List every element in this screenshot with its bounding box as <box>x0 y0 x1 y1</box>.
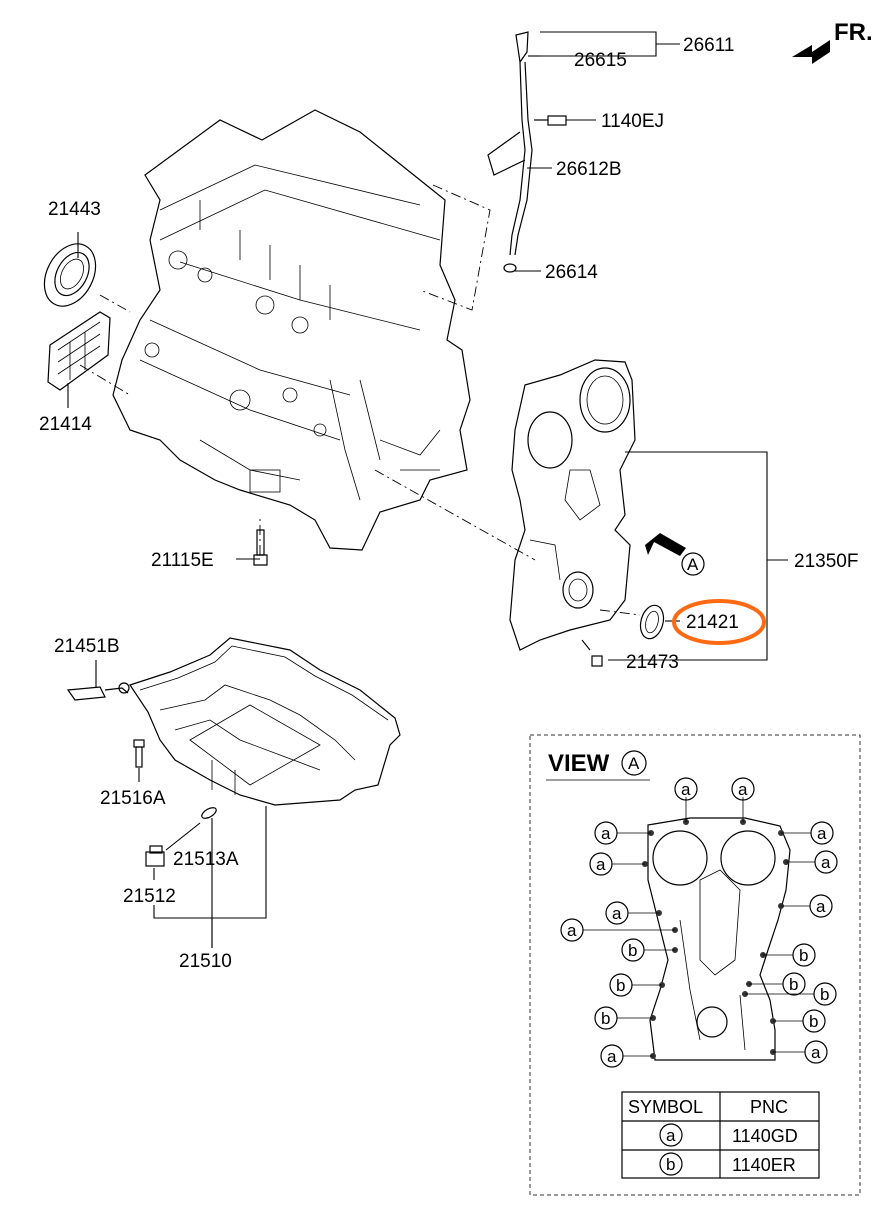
label-21421: 21421 <box>686 612 739 633</box>
label-21451B: 21451B <box>54 636 120 657</box>
oil-pan-drawing <box>129 637 401 806</box>
label-26614: 26614 <box>545 262 598 283</box>
leader-lines <box>67 31 788 948</box>
bolt-callout-b: b <box>628 941 637 960</box>
rear-oil-seal-drawing <box>43 243 97 307</box>
bolt-callout-b: b <box>616 976 625 995</box>
label-21443: 21443 <box>48 199 101 220</box>
label-1140EJ: 1140EJ <box>601 111 664 132</box>
symbol-table: SYMBOL PNC a 1140GD b 1140ER <box>621 1091 820 1179</box>
label-21513A: 21513A <box>173 849 239 870</box>
table-header-pnc: PNC <box>750 1097 788 1117</box>
view-panel-title: VIEW <box>548 750 610 777</box>
front-oil-seal-drawing <box>639 604 665 640</box>
label-21414: 21414 <box>39 414 92 435</box>
bolt-callout-b: b <box>809 1012 818 1031</box>
table-row-symbol: b <box>666 1155 675 1174</box>
bolt-callout-a: a <box>607 1047 617 1066</box>
view-panel-title-letter: A <box>628 754 640 773</box>
plate-drawing <box>47 311 111 391</box>
label-21510: 21510 <box>179 951 232 972</box>
bolt-callout-a: a <box>811 1043 821 1062</box>
table-header-symbol: SYMBOL <box>628 1097 703 1117</box>
bolt-symbol-callouts: a a a a a a a a a b b b b b b b a a <box>560 777 838 1068</box>
view-direction-arrow-icon <box>645 533 686 556</box>
view-a-panel: VIEW A <box>529 734 861 1196</box>
bolt-callout-b: b <box>789 975 798 994</box>
label-26611: 26611 <box>683 35 734 56</box>
oil-strainer-drawing <box>66 682 130 701</box>
table-row-pnc: 1140ER <box>732 1155 796 1175</box>
label-26615: 26615 <box>574 50 627 71</box>
table-row-pnc: 1140GD <box>732 1126 798 1146</box>
bolt-callout-a: a <box>821 853 831 872</box>
bolt-callout-a: a <box>596 855 606 874</box>
label-21350F: 21350F <box>794 551 858 572</box>
bolt-callout-b: b <box>799 946 808 965</box>
bolt-callout-a: a <box>681 780 691 799</box>
callout-labels: 26611 26615 1140EJ 26612B 26614 21443 21… <box>39 35 858 972</box>
label-21473: 21473 <box>626 652 679 673</box>
bolt-21516A-drawing <box>133 739 145 768</box>
bolt-callout-a: a <box>601 824 611 843</box>
highlight-ring-21421 <box>672 599 766 645</box>
bolt-callout-a: a <box>817 824 827 843</box>
label-26612B: 26612B <box>556 159 622 180</box>
engine-block-drawing <box>112 109 471 551</box>
bolt-callout-b: b <box>601 1009 610 1028</box>
table-row-symbol: a <box>666 1126 676 1145</box>
bolt-21115E-drawing <box>253 529 268 566</box>
view-marker-letter: A <box>687 555 699 574</box>
bolt-callout-a: a <box>816 897 826 916</box>
drain-plug-drawing <box>145 807 217 867</box>
timing-cover-drawing <box>509 359 636 651</box>
bolt-callout-a: a <box>612 904 622 923</box>
view-a-marker: A <box>645 533 705 576</box>
label-21516A: 21516A <box>100 788 166 809</box>
front-direction-indicator: FR. <box>792 19 873 64</box>
label-21512: 21512 <box>123 886 176 907</box>
bolt-callout-a: a <box>738 780 748 799</box>
dipstick-drawing <box>487 31 567 273</box>
front-label: FR. <box>834 19 873 46</box>
label-21115E: 21115E <box>151 550 214 571</box>
bolt-callout-b: b <box>820 985 829 1004</box>
bolt-callout-a: a <box>567 921 577 940</box>
front-arrow-icon <box>792 40 830 64</box>
